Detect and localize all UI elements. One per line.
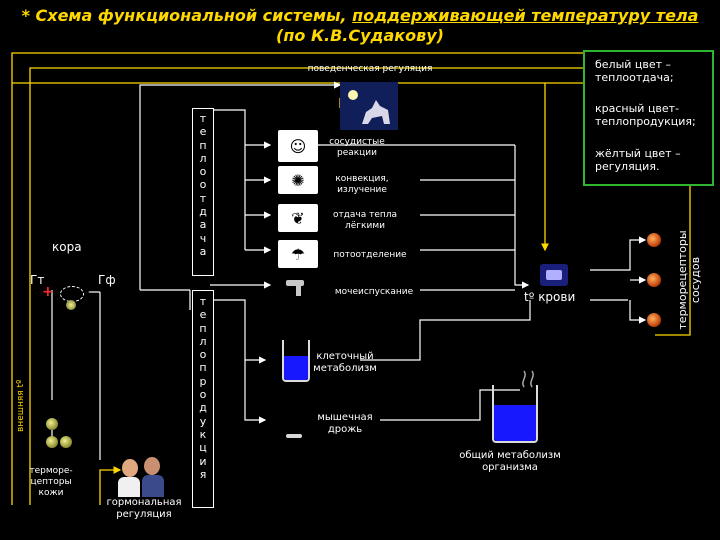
heat-loss-letter: т — [199, 112, 207, 125]
behavioral-regulation-label: поведенческая регуляция — [307, 64, 433, 74]
urination-label: мочеиспускание — [334, 287, 414, 297]
heat-loss-letter: ч — [199, 231, 207, 245]
heat-production-letter: л — [199, 334, 207, 348]
sweating-label: потоотделение — [333, 250, 407, 260]
face-icon: ☺ — [278, 130, 318, 162]
heat-loss-letter: о — [199, 178, 207, 192]
moon-wolf-icon — [340, 82, 398, 130]
heat-loss-letter: п — [199, 138, 207, 152]
sweat-icon: ☂ — [278, 240, 318, 268]
heat-loss-box: т е п л о о т д а ч а — [192, 108, 214, 276]
legend-red: красный цвет- теплопродукция; — [595, 102, 696, 128]
heat-production-letter: п — [199, 321, 207, 335]
page-subtitle: (по К.В.Судакову) — [276, 26, 444, 45]
heat-production-letter: д — [199, 401, 207, 415]
hypothalamus-node — [66, 300, 76, 310]
title-underlined: поддерживающей температуру тела — [352, 6, 699, 25]
heat-loss-letter: о — [199, 165, 207, 179]
page-title: * Схема функциональной системы, поддержи… — [0, 6, 720, 25]
heat-production-letter: т — [199, 295, 207, 308]
skin-receptors-label: терморе-цепторы кожи — [29, 466, 73, 498]
cortex-label: кора — [52, 240, 82, 254]
thermometer-icon — [540, 264, 568, 286]
heat-production-box: т е п л о п р о д у к ц и я — [192, 290, 214, 508]
glass-icon — [282, 340, 310, 382]
vessel-receptor — [647, 273, 661, 287]
external-temperature-label: внешняя tº — [16, 379, 26, 432]
minus-sign: – — [88, 284, 95, 300]
hand-icon — [286, 430, 304, 440]
lung-heat-label: отдача тепла лёгкими — [332, 210, 398, 231]
couple-icon — [116, 455, 166, 497]
heat-production-letter: и — [199, 454, 207, 468]
cellular-metabolism-label: клеточный метаболизм — [313, 351, 377, 374]
heat-production-letter: я — [199, 467, 207, 481]
skin-receptor — [60, 436, 72, 448]
legend-yellow: жёлтый цвет – регуляция. — [595, 147, 681, 173]
yellow-loop-inner — [29, 67, 583, 505]
temp-symbol: tº — [524, 290, 535, 304]
heat-loss-letter: л — [199, 151, 207, 165]
heat-loss-letter: а — [199, 218, 207, 232]
heat-production-letter: о — [199, 388, 207, 402]
gt-label: Гт — [30, 273, 45, 287]
legend-white: белый цвет – теплоотдача; — [595, 58, 674, 84]
skin-receptor — [46, 436, 58, 448]
hormonal-regulation-label: гормональная регуляция — [106, 497, 182, 520]
blood-temperature-label: tº крови — [524, 290, 596, 304]
vessel-receptors-text: терморецепторы сосудов — [676, 230, 702, 330]
heat-loss-letter: д — [199, 205, 207, 219]
shivering-label: мышечная дрожь — [317, 412, 373, 435]
yellow-loop-left — [11, 52, 583, 505]
fan-icon: ✺ — [278, 166, 318, 194]
vascular-reactions-label: сосудистые реакции — [329, 137, 385, 158]
heat-loss-word: т е п л о о т д а ч а — [193, 109, 213, 258]
vessel-receptors-label: терморецепторы сосудов — [676, 225, 702, 335]
heat-production-letter: ц — [199, 441, 207, 455]
faucet-icon — [282, 278, 306, 298]
steam-icon — [520, 365, 540, 389]
vessel-receptor — [647, 233, 661, 247]
metabolism-glass-icon — [492, 385, 538, 443]
skin-receptor — [46, 418, 58, 430]
title-prefix: * Схема функциональной системы, — [21, 6, 353, 25]
plus-sign: + — [42, 284, 54, 300]
heat-production-letter: к — [199, 427, 207, 441]
lungs-icon: ❦ — [278, 204, 318, 232]
vessel-receptor — [647, 313, 661, 327]
legend-box: белый цвет – теплоотдача; красный цвет- … — [583, 50, 714, 186]
convection-label: конвекция, излучение — [335, 174, 389, 195]
gf-label: Гф — [98, 273, 116, 287]
heat-production-letter: р — [199, 374, 207, 388]
heat-loss-letter: т — [199, 191, 207, 205]
blood-word: крови — [538, 290, 576, 304]
total-metabolism-label: общий метаболизм организма — [459, 450, 561, 473]
heat-production-letter: о — [199, 348, 207, 362]
heat-production-letter: у — [199, 414, 207, 428]
heat-loss-letter: е — [199, 125, 207, 139]
heat-production-letter: е — [199, 308, 207, 322]
heat-production-letter: п — [199, 361, 207, 375]
heat-production-word: т е п л о п р о д у к ц и я — [193, 291, 213, 481]
heat-loss-letter: а — [199, 244, 207, 258]
